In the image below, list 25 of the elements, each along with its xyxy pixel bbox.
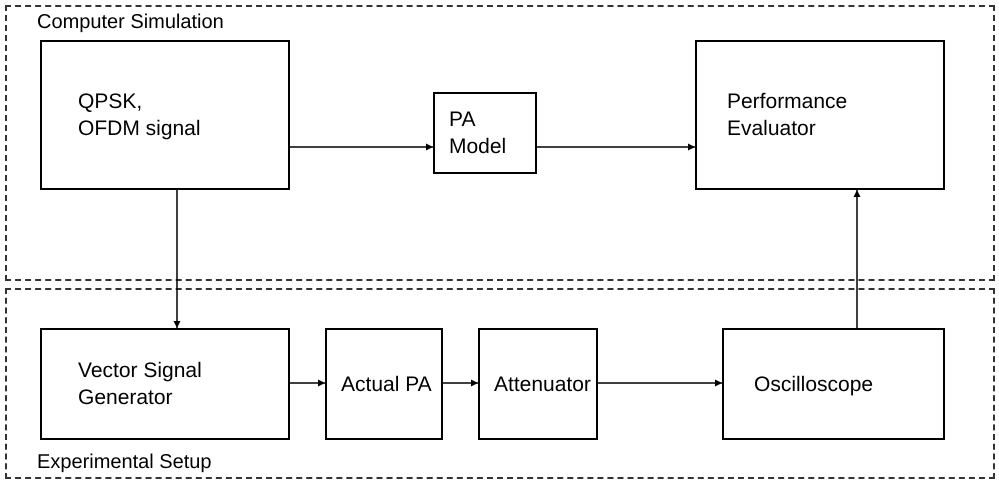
box-label: Actual PA <box>341 372 433 398</box>
box-label: QPSK, OFDM signal <box>78 89 202 142</box>
process-box <box>40 328 290 440</box>
arrow <box>598 380 722 386</box>
box-label: Vector Signal Generator <box>78 358 203 411</box>
arrow <box>290 380 325 386</box>
process-box <box>478 328 598 440</box>
process-box <box>695 40 945 190</box>
process-box <box>722 328 945 440</box>
box-label: Performance Evaluator <box>727 89 848 142</box>
box-label: Oscilloscope <box>754 372 874 398</box>
group-region <box>5 5 995 281</box>
group-title: Computer Simulation <box>37 10 225 35</box>
arrow <box>537 144 695 150</box>
process-box <box>325 328 443 440</box>
process-box <box>40 40 290 190</box>
arrow <box>174 190 180 328</box>
box-label: Attenuator <box>494 372 590 398</box>
box-label: PA Model <box>449 107 508 160</box>
group-title: Experimental Setup <box>37 450 213 475</box>
arrow <box>854 190 860 328</box>
arrow <box>290 144 433 150</box>
arrow <box>443 380 478 386</box>
group-region <box>5 288 995 479</box>
process-box <box>433 92 537 174</box>
